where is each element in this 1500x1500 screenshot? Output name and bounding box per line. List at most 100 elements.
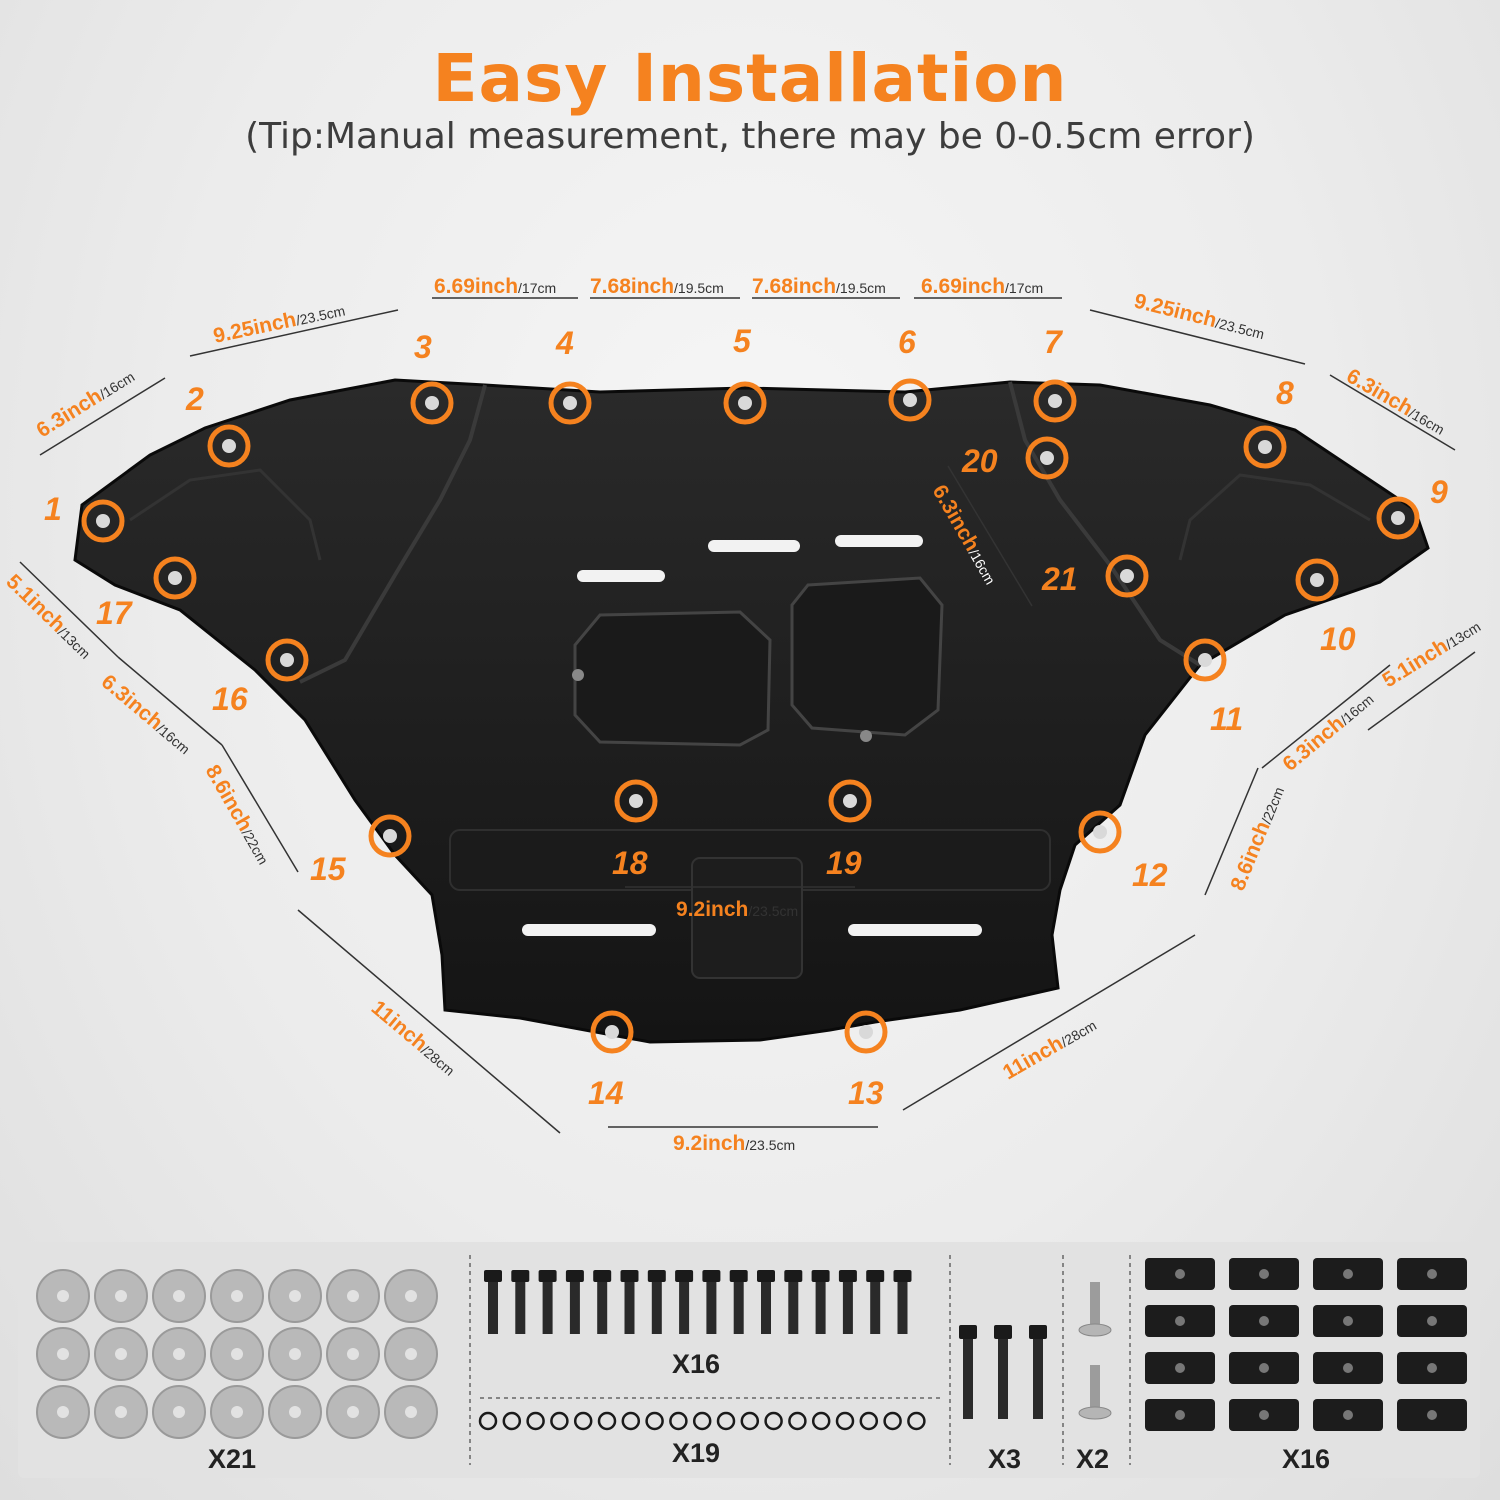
bolt-head — [838, 1270, 857, 1282]
bolt-head — [757, 1270, 775, 1282]
vent-slot — [577, 570, 665, 582]
bolt-head — [538, 1270, 557, 1282]
bolt-shaft — [597, 1282, 608, 1334]
point-number-label: 17 — [96, 595, 134, 631]
vent-slot — [835, 535, 923, 547]
seam-right — [1008, 381, 1202, 667]
long-bolt-head — [959, 1325, 977, 1339]
o-ring — [573, 1411, 593, 1431]
point-number-label: 15 — [310, 851, 347, 887]
point-number-label: 9 — [1430, 474, 1448, 510]
long-bolt-head — [1029, 1325, 1047, 1339]
screw-count: X2 — [1076, 1444, 1109, 1474]
washer-hole — [347, 1406, 359, 1418]
bolt-shaft — [815, 1282, 826, 1334]
point-number-label: 21 — [1041, 561, 1078, 597]
washer-hole — [289, 1348, 301, 1360]
clip-nut-hole — [1259, 1410, 1269, 1420]
point-number-label: 2 — [185, 381, 204, 417]
point-number-label: 5 — [733, 323, 752, 359]
washer-hole — [57, 1290, 69, 1302]
vent-slot — [522, 924, 656, 936]
clip-nut-hole — [1427, 1316, 1437, 1326]
mounting-hole-center — [168, 571, 182, 585]
washer-hole — [405, 1290, 417, 1302]
o-ring — [597, 1411, 617, 1431]
mounting-hole-center — [1391, 511, 1405, 525]
bolt-shaft — [624, 1282, 635, 1334]
bolt-shaft — [733, 1282, 744, 1334]
clip-nut-hole — [1175, 1316, 1185, 1326]
point-number-label: 20 — [961, 443, 998, 479]
screw-group — [1078, 1282, 1112, 1420]
long-bolt-count: X3 — [988, 1444, 1021, 1474]
mounting-hole — [368, 814, 412, 858]
clip-nut-group — [1145, 1258, 1467, 1431]
o-ring — [859, 1411, 879, 1431]
panel-screw — [860, 730, 872, 742]
point-number-label: 14 — [588, 1075, 624, 1111]
bolt-head — [811, 1270, 830, 1282]
mounting-hole — [410, 381, 454, 425]
o-ring — [502, 1411, 522, 1431]
clip-nut-hole — [1343, 1410, 1353, 1420]
mounting-hole — [153, 556, 197, 600]
o-ring — [478, 1411, 498, 1431]
point-number-label: 18 — [612, 845, 648, 881]
tray-dividers — [469, 1255, 1131, 1465]
washer-hole — [173, 1348, 185, 1360]
bolt-shaft — [488, 1282, 498, 1334]
mounting-hole — [1033, 379, 1077, 423]
measurement-tip: (Tip:Manual measurement, there may be 0-… — [245, 116, 1255, 157]
bolt-shaft — [542, 1282, 553, 1334]
bolt-shaft — [842, 1282, 853, 1334]
panel-screw — [572, 669, 584, 681]
point-number-label: 8 — [1276, 375, 1294, 411]
washer-hole — [347, 1348, 359, 1360]
bolt-head — [593, 1270, 612, 1282]
mounting-hole-center — [1258, 440, 1272, 454]
access-panel-right — [790, 576, 944, 737]
point-number-label: 6 — [898, 324, 916, 360]
point-number-label: 7 — [1044, 324, 1064, 360]
mounting-hole — [1183, 638, 1227, 682]
mounting-hole — [1025, 436, 1069, 480]
mounting-hole-center — [280, 653, 294, 667]
mounting-hole — [1295, 558, 1339, 602]
clip-nut-hole — [1259, 1316, 1269, 1326]
page-title: Easy Installation — [432, 40, 1068, 117]
bolt-shaft — [897, 1282, 908, 1334]
bolt-shaft — [870, 1282, 881, 1334]
mounting-hole — [1105, 554, 1149, 598]
clip-nut-hole — [1175, 1363, 1185, 1373]
bolt-head — [784, 1270, 803, 1282]
clip-nut-hole — [1343, 1269, 1353, 1279]
bolt-head — [893, 1270, 912, 1282]
mounting-hole-center — [738, 396, 752, 410]
mounting-hole-center — [1310, 573, 1324, 587]
o-ring — [907, 1411, 926, 1431]
point-number-label: 1 — [44, 491, 62, 527]
dimension-lines — [19, 297, 1476, 1134]
point-number-label: 11 — [1210, 701, 1243, 737]
washer-hole — [57, 1348, 69, 1360]
o-ring — [764, 1411, 783, 1431]
bolt-head — [702, 1270, 721, 1282]
mounting-hole-center — [859, 1025, 873, 1039]
dimension-label: 7.68inch/19.5cm — [590, 275, 724, 298]
o-ring — [740, 1411, 760, 1431]
washer-hole — [115, 1290, 127, 1302]
o-ring — [645, 1411, 664, 1431]
point-number-label: 19 — [826, 845, 862, 881]
mounting-hole — [828, 779, 872, 823]
screw-shaft — [1090, 1282, 1100, 1327]
washer-hole — [231, 1290, 243, 1302]
o-ring — [526, 1411, 545, 1431]
mounting-hole-center — [383, 829, 397, 843]
point-number-label: 12 — [1132, 857, 1168, 893]
bolt-head — [511, 1270, 530, 1282]
o-ring — [692, 1411, 712, 1431]
ridge-right — [1178, 473, 1371, 561]
bolt-head — [565, 1270, 584, 1282]
mounting-hole — [723, 381, 767, 425]
